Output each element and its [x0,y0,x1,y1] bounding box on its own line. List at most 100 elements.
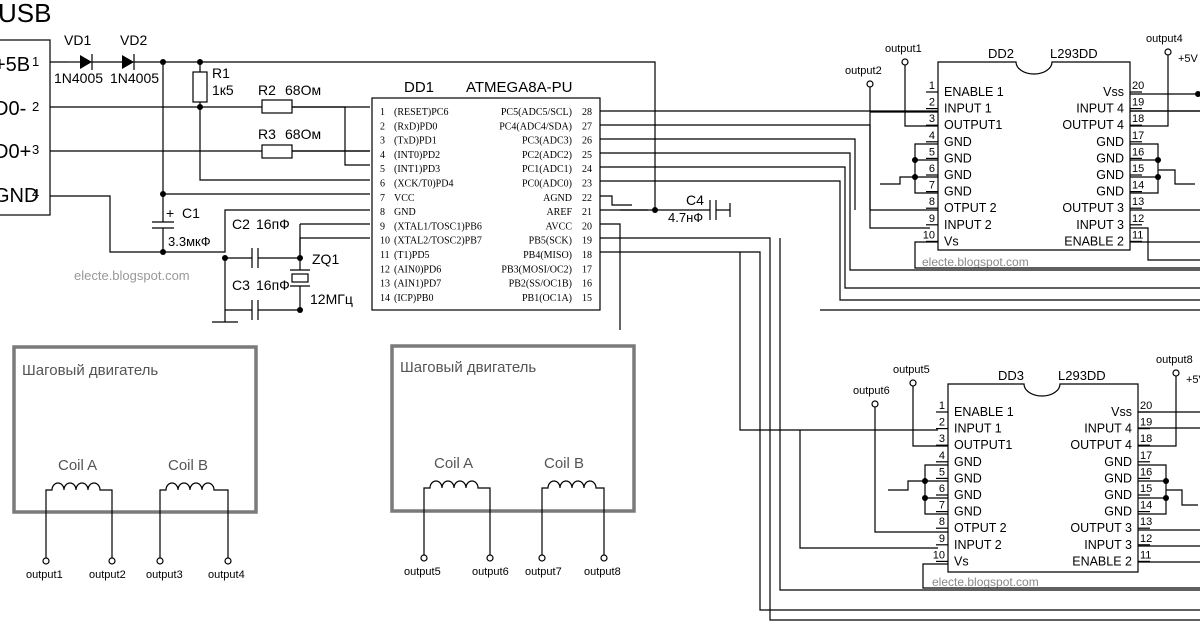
pin-number: 3 [380,136,385,147]
xtal2-wire [299,237,370,258]
pin-name: AVCC [546,221,573,232]
pin-number: 4 [380,150,385,161]
pin-name: PB3(MOSI/OC2) [501,264,572,275]
pin-number: 13 [1132,196,1144,208]
watermark: electe.blogspot.com [922,255,1029,269]
driver-output-6: output6 [853,385,948,533]
c1-plus: + [166,205,174,221]
pin-name: OUTPUT 3 [1070,521,1132,535]
pin-name: INPUT 2 [954,538,1002,552]
wire [1130,227,1200,261]
pin-name: OUTPUT 4 [1062,118,1124,132]
stepper-motor-2: Шаговый двигатель Coil A Coil B output5 … [390,344,636,578]
pin-name: ENABLE 2 [1072,554,1132,568]
pin-name: OUTPUT1 [944,118,1002,132]
pin-name: Vss [1103,85,1124,99]
pin-name: PB4(MISO) [523,250,572,261]
pin-name: ENABLE 1 [944,85,1004,99]
capacitor-c2: C2 16пФ [225,216,300,268]
pin-name: (XTAL1/TOSC1)PB6 [394,221,482,232]
junction [1163,495,1169,501]
usb-pin-label: D0+ [0,141,31,163]
pin-number: 14 [1132,180,1144,192]
pin-number: 28 [582,107,592,118]
output-label: output6 [853,385,890,397]
signal-wire [600,180,1200,301]
gnd-bridge [1130,143,1195,194]
pin-number: 2 [939,417,945,429]
pin-name: (AIN0)PD6 [394,264,441,275]
driver-body [937,61,1131,251]
signal-wire [600,237,1200,621]
pin-name: INPUT 4 [1084,422,1132,436]
terminal [486,554,494,562]
pin-name: GND [944,135,972,149]
mcu-part: ATMEGA8A-PU [466,79,572,96]
output-label: output4 [208,569,245,581]
pin-name: (XTAL2/TOSC2)PB7 [394,236,482,247]
mcu-pin-4: 4(INT0)PD2 [380,150,440,161]
diode-vd2: VD2 1N4005 [110,32,159,86]
signal-wire [600,152,1200,271]
vcc-rail [134,61,656,210]
pin-number: 8 [380,207,385,218]
terminal [871,400,879,408]
watermark: electe.blogspot.com [932,575,1039,589]
junction [1155,174,1161,180]
driver-ref: DD3 [998,368,1024,383]
mcu-ref: DD1 [404,79,434,96]
r1-ref: R1 [212,65,230,81]
c2-ref: C2 [232,216,250,232]
pin-name: PB1(OC1A) [522,293,572,304]
terminal [901,58,909,66]
watermark: electe.blogspot.com [74,268,190,283]
pin-name: PC3(ADC3) [522,136,572,147]
pin-number: 3 [929,113,935,125]
usb-pin-number: 2 [32,99,39,114]
pin-name: GND [1096,185,1124,199]
pin-number: 15 [1132,163,1144,175]
pin-number: 1 [380,107,385,118]
motor-title: Шаговый двигатель [400,359,536,376]
wire [912,386,948,447]
terminal [42,557,50,565]
pin-number: 4 [939,450,945,462]
terminal [224,557,232,565]
pin-name: (RxD)PD0 [394,121,437,132]
usb-pin-label: +5B [0,54,30,76]
c2-value: 16пФ [256,216,290,232]
pin-number: 7 [929,180,935,192]
c3-value: 16пФ [256,277,290,293]
pin-number: 12 [1132,213,1144,225]
usb-pin-2: D0- 2 [0,98,39,120]
ground-symbol [716,203,731,217]
pin-name: GND [954,488,982,502]
c4-ref: C4 [686,192,704,208]
driver-output-2: output2 [845,65,938,211]
usb-pin-number: 3 [32,142,39,157]
pin-name: (RESET)PC6 [394,107,448,118]
pin-name: INPUT 2 [944,218,992,232]
pin-name: GND [1104,455,1132,469]
agnd-wire [600,195,632,206]
output-label: output1 [885,43,922,55]
pin-name: INPUT 3 [1084,538,1132,552]
pin-number: 20 [1132,80,1144,92]
output-label: output7 [525,566,562,578]
pin-name: GND [954,455,982,469]
pin-number: 16 [1140,466,1152,478]
pin-number: 8 [929,196,935,208]
junction [1155,157,1161,163]
pin-number: 20 [1140,400,1152,412]
pin-number: 9 [380,221,385,232]
capacitor-c3: C3 16пФ [224,258,300,320]
pin-name: INPUT 4 [1076,102,1124,116]
coil-b [159,482,229,558]
usb-pin-3: D0+ 3 [0,141,39,163]
